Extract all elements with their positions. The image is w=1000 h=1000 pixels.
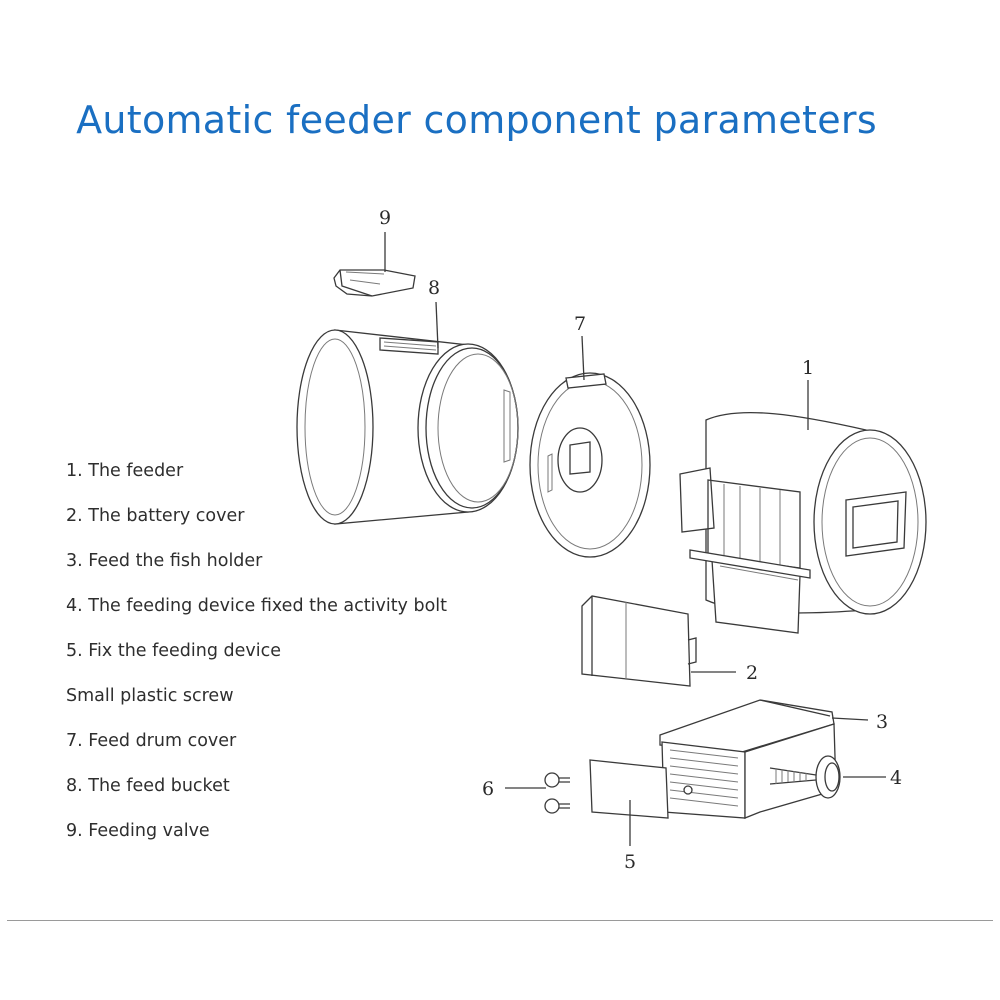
callout-leader-lines xyxy=(384,232,886,846)
callout-1: 1 xyxy=(802,357,814,379)
legend-item-feeder: 1. The feeder xyxy=(66,461,184,481)
legend-item-battery-cover: 2. The battery cover xyxy=(66,506,245,526)
legend-item-drum-cover: 7. Feed drum cover xyxy=(66,731,237,751)
plastic-screw-part xyxy=(544,772,570,814)
component-legend: 1. The feeder 2. The battery cover 3. Fe… xyxy=(66,459,447,864)
callout-2: 2 xyxy=(746,662,758,684)
fish-holder-part xyxy=(589,699,837,819)
diagram-title: Automatic feeder component parameters xyxy=(76,98,877,142)
legend-item-fix-device: 5. Fix the feeding device xyxy=(66,641,282,661)
feeding-valve-part xyxy=(333,269,416,297)
activity-bolt-part xyxy=(769,755,841,799)
legend-item-feeding-valve: 9. Feeding valve xyxy=(66,821,210,841)
callout-8: 8 xyxy=(428,277,440,299)
legend-item-feed-bucket: 8. The feed bucket xyxy=(66,776,230,796)
bottom-divider xyxy=(7,920,993,921)
callout-7: 7 xyxy=(574,313,586,335)
callout-3: 3 xyxy=(876,711,888,733)
drum-cover-part xyxy=(529,372,651,558)
legend-item-activity-bolt: 4. The feeding device fixed the activity… xyxy=(66,596,448,616)
legend-item-fish-holder: 3. Feed the fish holder xyxy=(66,551,263,571)
legend-item-plastic-screw: Small plastic screw xyxy=(66,686,234,706)
callout-6: 6 xyxy=(482,778,494,800)
feed-bucket-part xyxy=(296,329,519,525)
battery-cover-part xyxy=(581,595,697,687)
callout-4: 4 xyxy=(890,767,902,789)
feeder-body-part xyxy=(679,411,927,634)
callout-9: 9 xyxy=(379,207,391,229)
callout-5: 5 xyxy=(624,851,636,873)
